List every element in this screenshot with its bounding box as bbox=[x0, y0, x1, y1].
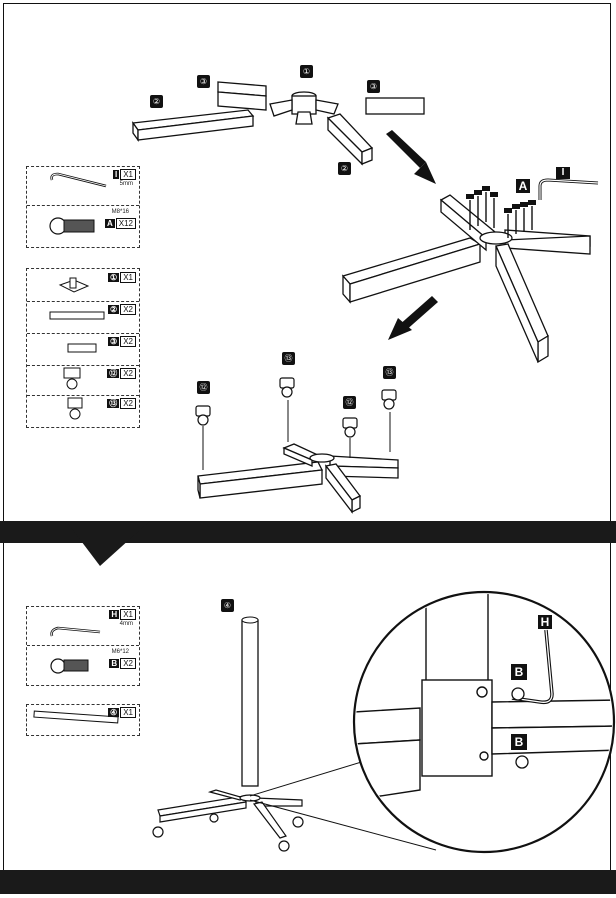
hardware-b-spec: M6*12 bbox=[111, 649, 129, 655]
caster-12-callout-a: ⑫ bbox=[197, 381, 210, 394]
caster-12-callout-b: ⑫ bbox=[343, 396, 356, 409]
part-3-callout-left: ③ bbox=[197, 75, 210, 88]
bottom-band bbox=[0, 870, 616, 894]
part-3-callout-right: ③ bbox=[367, 80, 380, 93]
part-4-callout: ④ bbox=[221, 599, 234, 612]
part-1-callout: ① bbox=[300, 65, 313, 78]
part-2-callout-left: ② bbox=[150, 95, 163, 108]
hexkey-label-h: H bbox=[538, 615, 552, 629]
hardware-h-spec: 4mm bbox=[119, 621, 133, 627]
hardware-i-spec: 5mm bbox=[119, 181, 133, 187]
caster-13-callout-b: ⑬ bbox=[383, 366, 396, 379]
bolt-label-b-2: B bbox=[511, 734, 527, 750]
caster-icons bbox=[195, 377, 397, 438]
bolt-label-b-1: B bbox=[511, 664, 527, 680]
part-2-callout-right: ② bbox=[338, 162, 351, 175]
hardware-a-spec: M8*16 bbox=[111, 209, 129, 215]
beam-2-left-side bbox=[137, 115, 254, 141]
screw-label-a: A bbox=[516, 179, 530, 193]
hexkey-label-i: I bbox=[556, 167, 570, 179]
caster-13-callout-a: ⑬ bbox=[282, 352, 295, 365]
step-divider-band bbox=[0, 521, 616, 543]
